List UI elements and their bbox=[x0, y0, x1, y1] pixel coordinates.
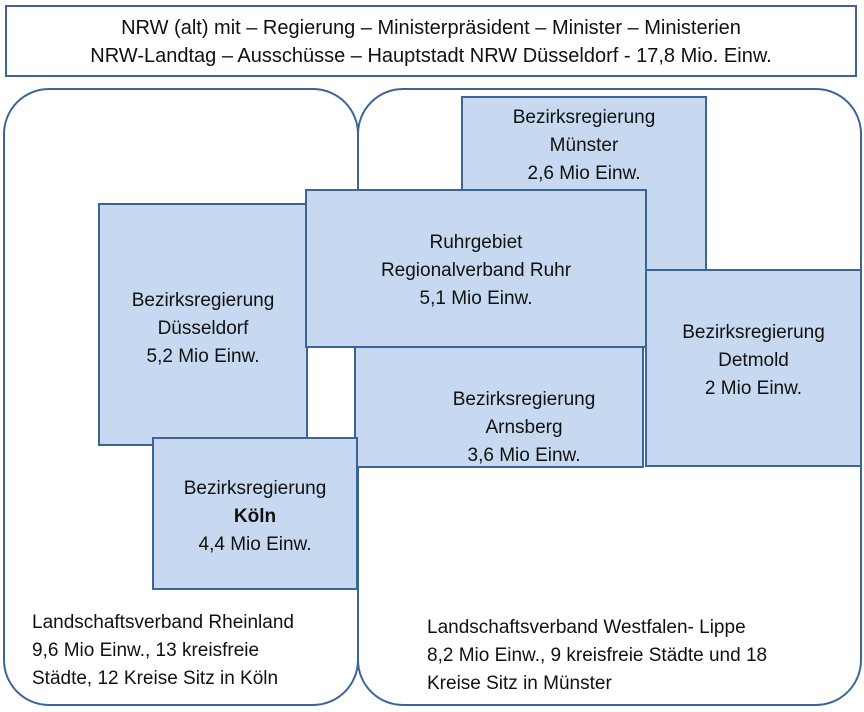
label-line: 8,2 Mio Einw., 9 kreisfreie Städte und 1… bbox=[427, 645, 768, 666]
box-label: Düsseldorf bbox=[157, 318, 249, 339]
box-label: Bezirksregierung bbox=[512, 107, 656, 128]
box-duesseldorf: Bezirksregierung Düsseldorf 5,2 Mio Einw… bbox=[98, 203, 308, 446]
label-line: Städte, 12 Kreise Sitz in Köln bbox=[32, 668, 279, 689]
box-label: 2,6 Mio Einw. bbox=[527, 163, 641, 184]
box-label: Köln bbox=[233, 506, 277, 527]
box-label: Bezirksregierung bbox=[452, 389, 596, 410]
box-arnsberg: Bezirksregierung Arnsberg 3,6 Mio Einw. bbox=[354, 346, 644, 468]
label-line: 9,6 Mio Einw., 13 kreisfreie bbox=[32, 640, 260, 661]
label-line: Landschaftsverband Rheinland bbox=[32, 612, 294, 633]
box-label: Detmold bbox=[718, 350, 789, 371]
box-label: 5,1 Mio Einw. bbox=[419, 288, 533, 309]
title-line-2: NRW-Landtag – Ausschüsse – Hauptstadt NR… bbox=[90, 45, 772, 67]
box-ruhrgebiet: Ruhrgebiet Regionalverband Ruhr 5,1 Mio … bbox=[305, 189, 647, 348]
title-line-1: NRW (alt) mit – Regierung – Ministerpräs… bbox=[121, 17, 741, 39]
label-line: Kreise Sitz in Münster bbox=[427, 673, 612, 694]
box-koeln: Bezirksregierung Köln 4,4 Mio Einw. bbox=[152, 437, 358, 590]
box-label: 4,4 Mio Einw. bbox=[198, 534, 312, 555]
box-label: 5,2 Mio Einw. bbox=[146, 346, 260, 367]
westfalen-lippe-label: Landschaftsverband Westfalen- Lippe 8,2 … bbox=[427, 614, 767, 698]
box-label: 3,6 Mio Einw. bbox=[467, 445, 581, 466]
box-label: Münster bbox=[549, 135, 619, 156]
rheinland-label: Landschaftsverband Rheinland 9,6 Mio Ein… bbox=[32, 609, 294, 693]
label-line: Landschaftsverband Westfalen- Lippe bbox=[427, 617, 746, 638]
box-label: Arnsberg bbox=[485, 417, 563, 438]
box-detmold: Bezirksregierung Detmold 2 Mio Einw. bbox=[645, 269, 862, 467]
box-label: Regionalverband Ruhr bbox=[380, 260, 572, 281]
box-label: 2 Mio Einw. bbox=[704, 378, 803, 399]
title-box: NRW (alt) mit – Regierung – Ministerpräs… bbox=[5, 5, 857, 77]
box-label: Bezirksregierung bbox=[682, 322, 825, 343]
box-label: Ruhrgebiet bbox=[429, 232, 523, 253]
box-label: Bezirksregierung bbox=[183, 478, 327, 499]
box-label: Bezirksregierung bbox=[131, 290, 275, 311]
